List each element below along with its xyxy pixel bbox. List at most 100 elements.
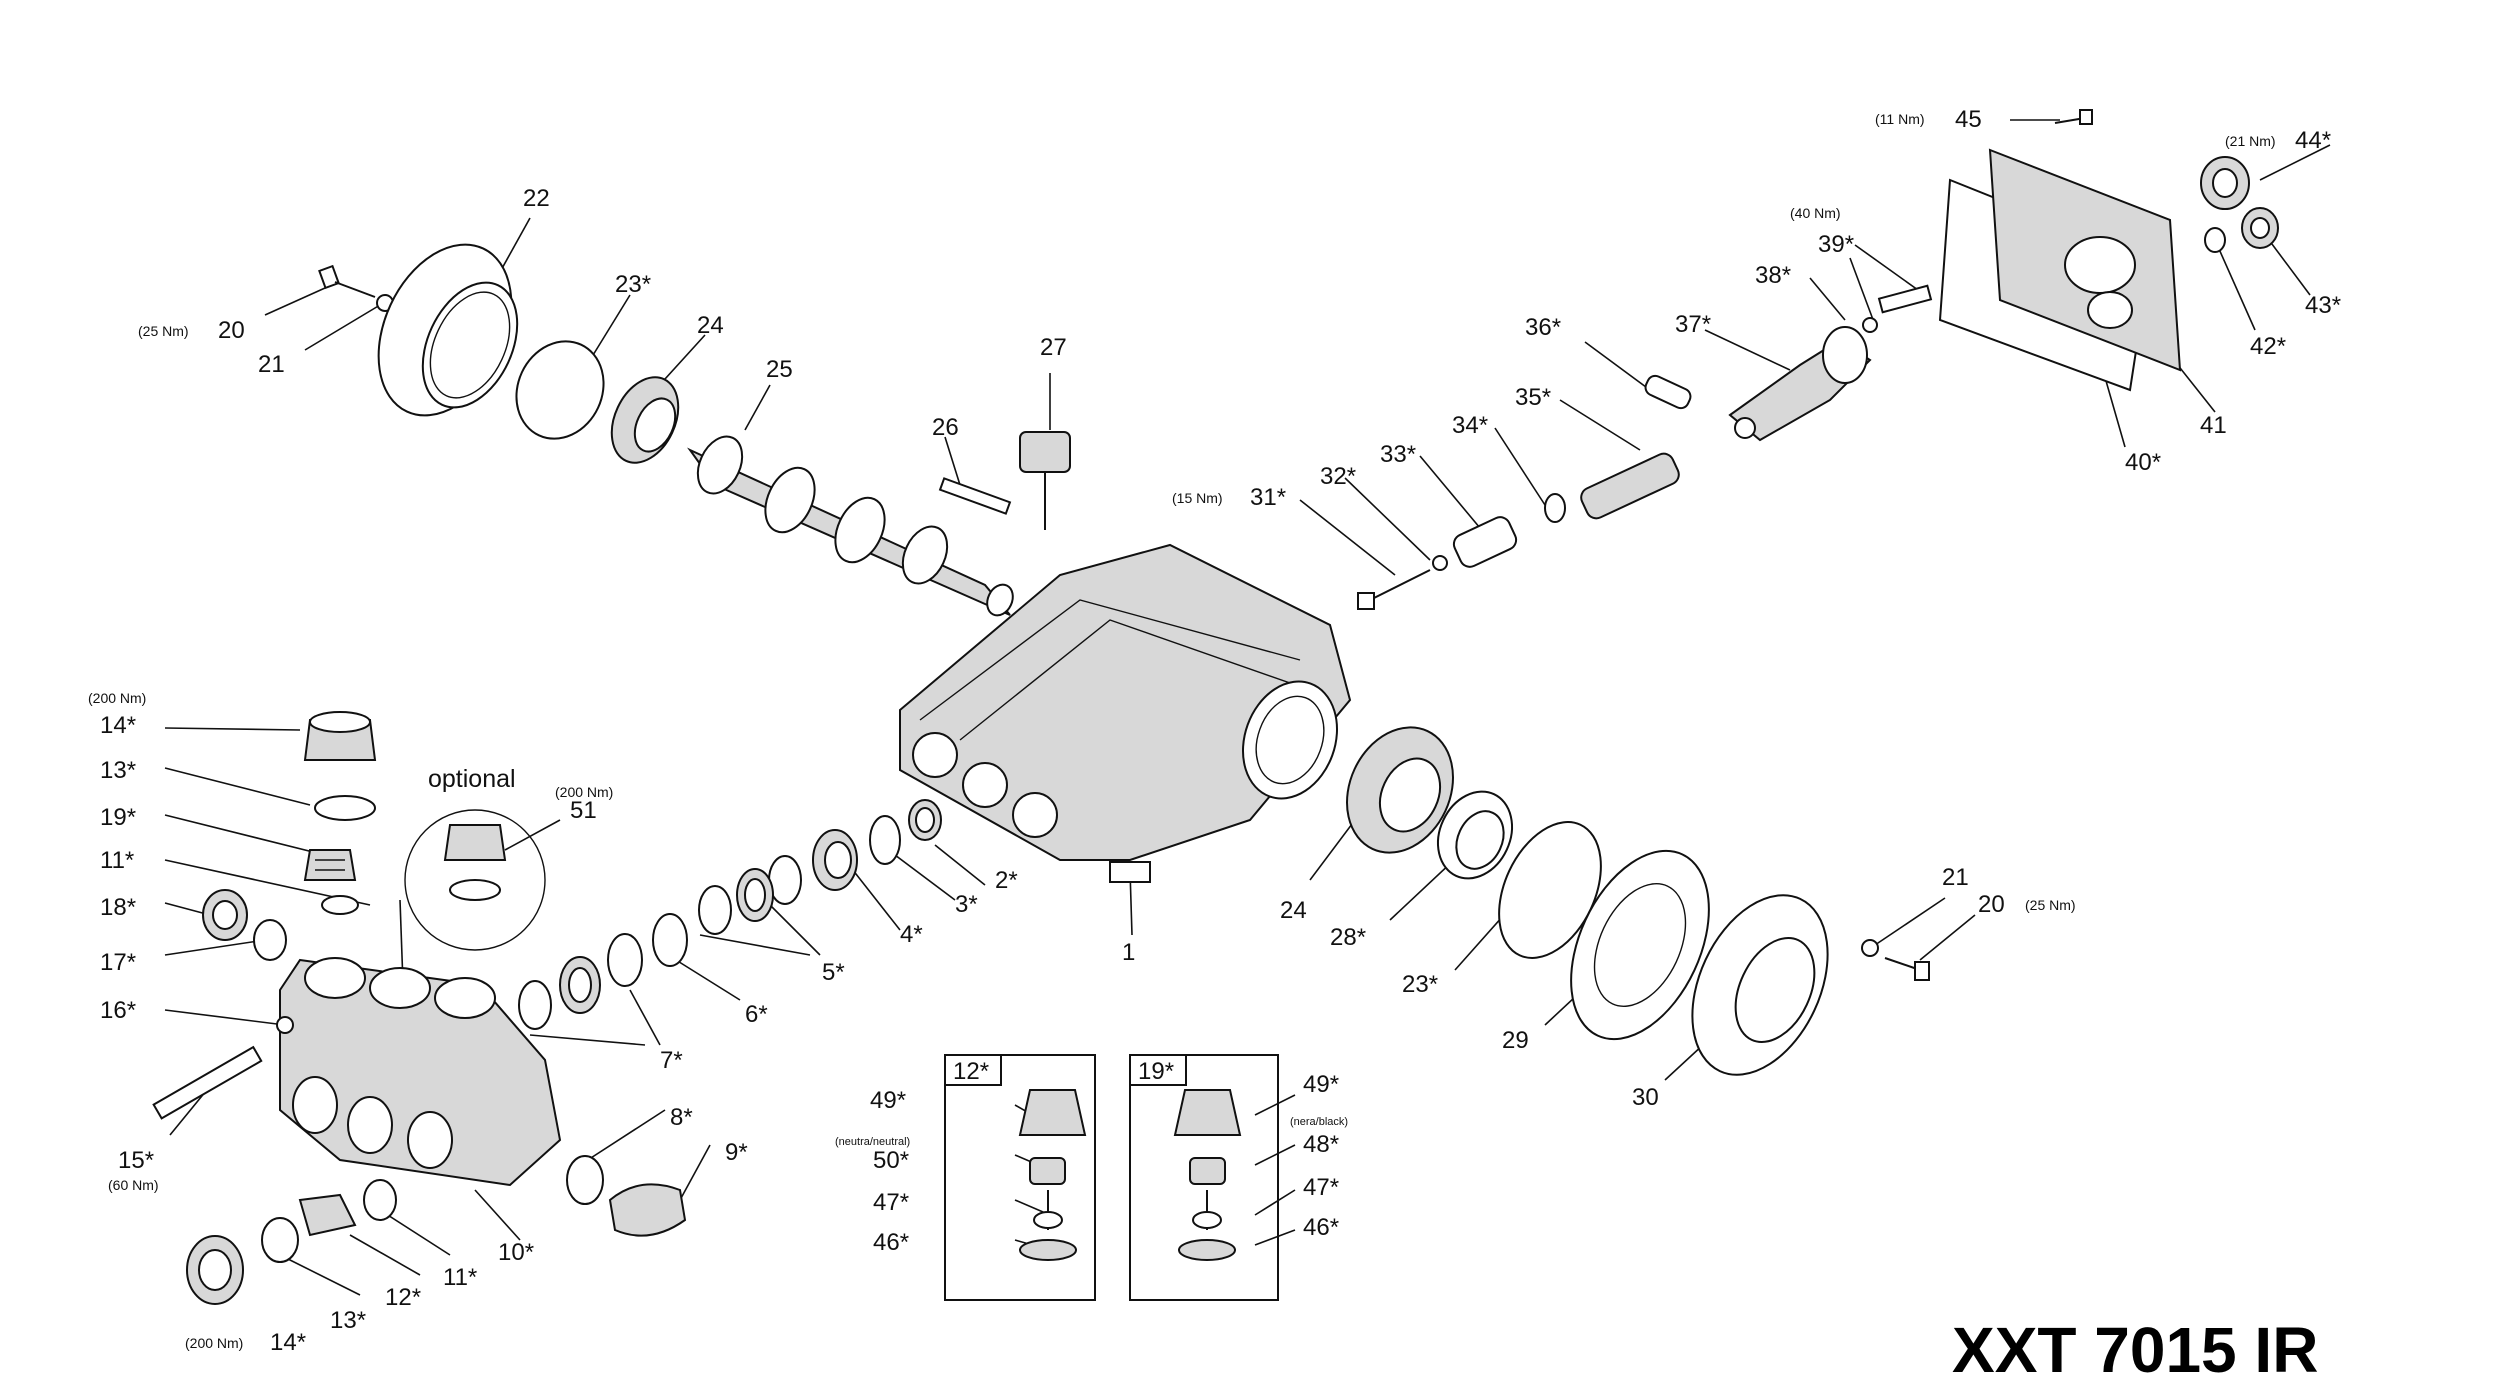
valve-19-detail-tag bbox=[1129, 1054, 1187, 1086]
torque-45: (11 Nm) bbox=[1875, 111, 1925, 127]
torque-14-bottom: (200 Nm) bbox=[185, 1335, 243, 1351]
label-11-bottom: 11* bbox=[443, 1264, 477, 1291]
oring-11-top bbox=[321, 895, 359, 915]
oring-8 bbox=[566, 1155, 604, 1205]
rear-cover-41 bbox=[1988, 148, 2182, 372]
valve-19-detail-parts bbox=[1173, 1089, 1242, 1261]
pin-36 bbox=[1644, 374, 1692, 410]
label-21-right: 21 bbox=[1942, 864, 1969, 891]
valve-12-detail-box bbox=[944, 1054, 1096, 1301]
guide-35 bbox=[1580, 452, 1680, 520]
bolt-39 bbox=[1877, 284, 1933, 314]
label-38: 38* bbox=[1755, 262, 1791, 289]
label-6: 6* bbox=[745, 1001, 768, 1028]
seal-5 bbox=[698, 855, 802, 935]
label-12: 12* bbox=[385, 1284, 421, 1311]
plug-18 bbox=[202, 889, 248, 941]
label-40: 40* bbox=[2125, 449, 2161, 476]
label-9: 9* bbox=[725, 1139, 748, 1166]
label-16: 16* bbox=[100, 997, 136, 1024]
model-title: XXT 7015 IR bbox=[1952, 1314, 2318, 1386]
label-23-left: 23* bbox=[615, 271, 651, 298]
label-39: 39* bbox=[1818, 231, 1854, 258]
label-37: 37* bbox=[1675, 311, 1711, 338]
plug-14-top bbox=[303, 711, 377, 761]
torque-20-left: (25 Nm) bbox=[138, 323, 189, 339]
plug-14-bottom bbox=[186, 1235, 244, 1305]
pump-housing-1 bbox=[899, 543, 1352, 883]
label-48: 48* bbox=[1303, 1131, 1339, 1158]
washer-34 bbox=[1544, 493, 1566, 523]
label-46-right: 46* bbox=[1303, 1214, 1339, 1241]
label-44: 44* bbox=[2295, 127, 2331, 154]
label-24-left: 24 bbox=[697, 312, 724, 339]
label-17: 17* bbox=[100, 949, 136, 976]
label-11-top: 11* bbox=[100, 847, 134, 874]
bolt-15 bbox=[152, 1045, 263, 1120]
label-20-left: 20 bbox=[218, 317, 245, 344]
label-13-bottom: 13* bbox=[330, 1307, 366, 1334]
valve-12 bbox=[298, 1193, 357, 1237]
label-25: 25 bbox=[766, 356, 793, 383]
label-23-right: 23* bbox=[1402, 971, 1438, 998]
label-30: 30 bbox=[1632, 1084, 1659, 1111]
label-22: 22 bbox=[523, 185, 550, 212]
plug-43 bbox=[2241, 207, 2279, 249]
label-43: 43* bbox=[2305, 292, 2341, 319]
crankshaft-25 bbox=[687, 435, 1014, 617]
label-7: 7* bbox=[660, 1047, 683, 1074]
valve-box-labels: 12* 19* 49* 50* 47* 46* 49* 48* 47* 46* … bbox=[835, 1058, 1348, 1256]
washer-21-right bbox=[1861, 939, 1879, 957]
valve-12-detail-tag bbox=[944, 1054, 1002, 1086]
label-49-left: 49* bbox=[870, 1087, 906, 1114]
box-12-tag: 12* bbox=[953, 1058, 989, 1085]
label-46-left: 46* bbox=[873, 1229, 909, 1256]
plunger-33 bbox=[1452, 516, 1518, 568]
valve-12-detail-parts bbox=[1018, 1089, 1087, 1261]
label-35: 35* bbox=[1515, 384, 1551, 411]
torque-51: (200 Nm) bbox=[555, 784, 613, 800]
label-47-left: 47* bbox=[873, 1189, 909, 1216]
seal-ring-2 bbox=[908, 799, 942, 841]
label-42: 42* bbox=[2250, 333, 2286, 360]
torque-39: (40 Nm) bbox=[1790, 205, 1841, 221]
label-18: 18* bbox=[100, 894, 136, 921]
ring-3 bbox=[869, 815, 901, 865]
bolt-20-left bbox=[318, 264, 376, 298]
label-21-left: 21 bbox=[258, 351, 285, 378]
label-27: 27 bbox=[1040, 334, 1067, 361]
optional-plug-51 bbox=[404, 809, 546, 951]
label-29: 29 bbox=[1502, 1027, 1529, 1054]
flange-22 bbox=[377, 243, 519, 417]
label-45: 45 bbox=[1955, 106, 1982, 133]
torque-31: (15 Nm) bbox=[1172, 490, 1223, 506]
valve-19-detail-box bbox=[1129, 1054, 1279, 1301]
flange-30 bbox=[1691, 894, 1829, 1076]
bearing-24-left bbox=[610, 376, 680, 464]
label-47-right: 47* bbox=[1303, 1174, 1339, 1201]
note-black: (nera/black) bbox=[1290, 1116, 1348, 1128]
oring-17 bbox=[253, 919, 287, 961]
label-24-right: 24 bbox=[1280, 897, 1307, 924]
ring-6 bbox=[652, 913, 688, 967]
label-4: 4* bbox=[900, 921, 923, 948]
oring-42 bbox=[2204, 227, 2226, 253]
label-13-top: 13* bbox=[100, 757, 136, 784]
manifold-10 bbox=[279, 957, 562, 1187]
connecting-rod-37 bbox=[1728, 326, 1872, 442]
dipstick-27 bbox=[1019, 431, 1071, 530]
label-34: 34* bbox=[1452, 412, 1488, 439]
label-14-top: 14* bbox=[100, 712, 136, 739]
label-31: 31* bbox=[1250, 484, 1286, 511]
label-19: 19* bbox=[100, 804, 136, 831]
label-2: 2* bbox=[995, 867, 1018, 894]
seal-4 bbox=[812, 829, 858, 891]
label-28: 28* bbox=[1330, 924, 1366, 951]
label-49-right: 49* bbox=[1303, 1071, 1339, 1098]
part-labels: 1 2* 3* 4* 5* 6* 7* 8* 9* 10* 11* 11* 12… bbox=[100, 106, 2341, 1356]
plug-44 bbox=[2200, 156, 2250, 210]
bolt-20-right bbox=[1884, 957, 1930, 981]
label-51: 51 bbox=[570, 797, 597, 824]
label-15: 15* bbox=[118, 1147, 154, 1174]
